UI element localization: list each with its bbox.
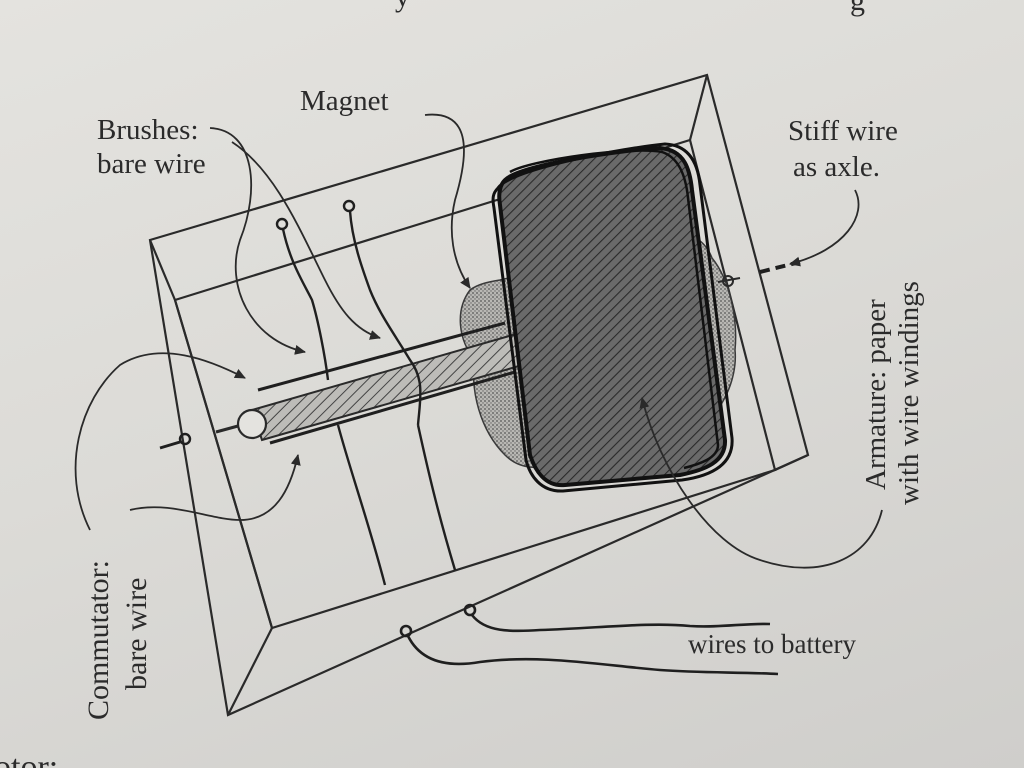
commutator-end (236, 408, 268, 440)
label-armature-line1: Armature: paper (860, 299, 892, 490)
labels: Brushes: bare wire Magnet Stiff wire as … (82, 85, 925, 720)
label-brushes-line2: bare wire (97, 148, 206, 180)
battery-wires (399, 603, 779, 676)
cropped-footer-text: otor: (0, 749, 58, 768)
internal-wires (159, 199, 457, 586)
cropped-header-text-left: y (395, 0, 410, 13)
label-axle-line1: Stiff wire (788, 115, 898, 147)
label-commutator-line1: Commutator: (82, 560, 115, 720)
brush-wires (257, 321, 516, 445)
leader-arrows (74, 113, 883, 569)
cropped-header-text-right: g (850, 0, 865, 17)
label-axle-line2: as axle. (793, 151, 880, 183)
label-battery-wires: wires to battery (688, 629, 856, 659)
label-brushes-line1: Brushes: (97, 114, 199, 146)
label-commutator-line2: bare wire (120, 578, 153, 690)
commutator-wire (215, 424, 239, 434)
label-armature-line2: with wire windings (893, 281, 925, 505)
armature (491, 142, 734, 493)
label-magnet: Magnet (300, 85, 389, 117)
